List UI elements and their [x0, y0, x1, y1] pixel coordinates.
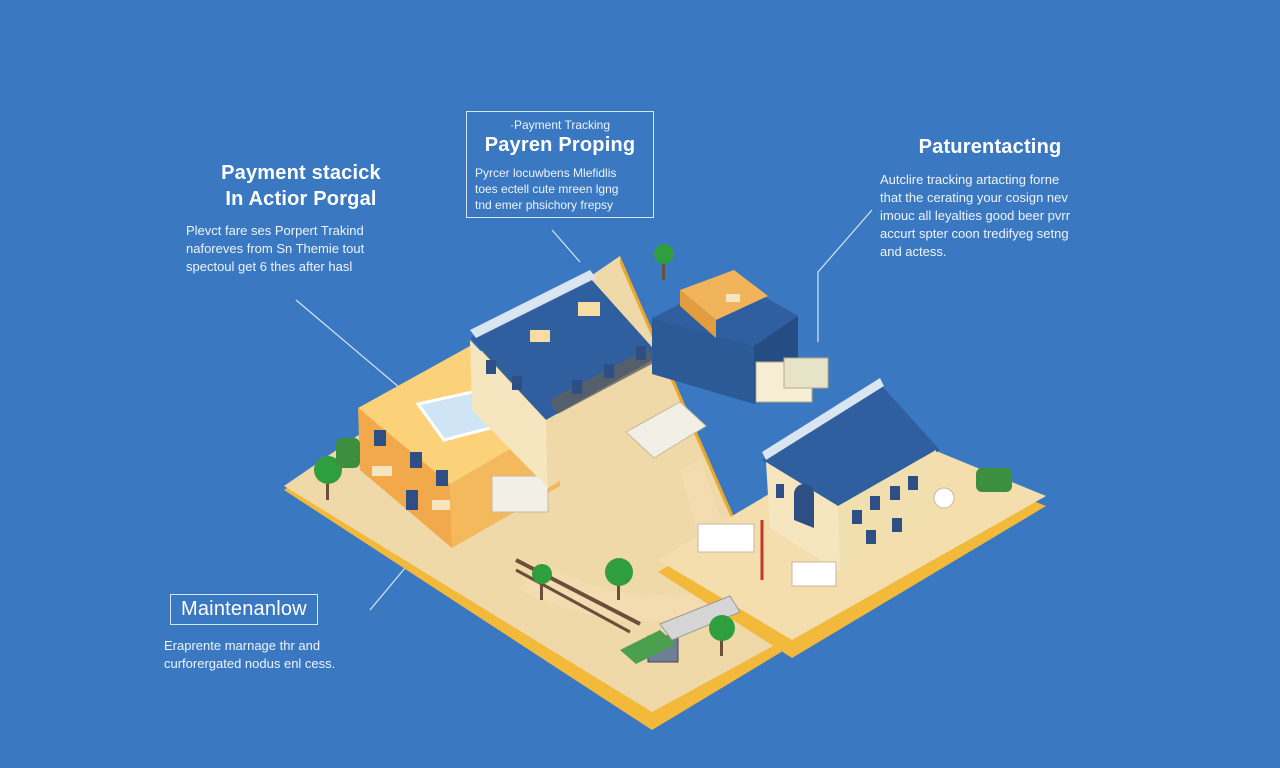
callout-body-line: accurt spter coon tredifyeg setng: [880, 226, 1069, 241]
tree: [605, 558, 633, 600]
connector-left: [295, 299, 401, 389]
connector-lines: [295, 209, 873, 611]
tree: [314, 456, 342, 500]
connector-center: [551, 229, 581, 263]
connector-right: [817, 209, 873, 342]
callout-body-line: curforergated nodus enl cess.: [164, 656, 336, 671]
bottom-utility-area: [515, 558, 741, 664]
tree: [532, 564, 552, 600]
callout-body: Eraprente marnage thr and curforergated …: [164, 637, 394, 673]
blue-block-building: [652, 270, 829, 404]
tree: [709, 615, 735, 656]
callout-body-line: naforeves from Sn Themie tout: [186, 241, 365, 256]
callout-body-line: Autclire tracking artacting forne: [880, 172, 1060, 187]
callout-paturentacting: Paturentacting Autclire tracking artacti…: [880, 136, 1100, 261]
callout-title-line: In Actior Porgal: [225, 188, 377, 210]
callout-maintenance: Maintenanlow Eraprente marnage thr and c…: [164, 594, 394, 673]
callout-body-line: toes ectell cute mreen lgng: [475, 182, 619, 196]
tree: [654, 244, 674, 280]
callout-body-line: tnd emer phsichory frepsy: [475, 198, 614, 212]
callout-body-line: and actess.: [880, 244, 947, 259]
connector-bottom: [369, 561, 411, 611]
callout-body-line: imouc all leyalties good beer pvrr: [880, 208, 1071, 223]
callout-body: Plevct fare ses Porpert Trakind naforeve…: [186, 222, 416, 276]
callout-title: Payren Proping: [484, 134, 636, 156]
callout-body: Pyrcer locuwbens Mlefidlis toes ectell c…: [475, 165, 645, 213]
callout-title: Maintenanlow: [170, 594, 318, 625]
callout-body: Autclire tracking artacting forne that t…: [880, 171, 1100, 261]
cream-building: [470, 270, 707, 488]
trees: [314, 244, 1012, 656]
callout-body-line: Eraprente marnage thr and: [164, 638, 321, 653]
walkway: [520, 460, 750, 622]
callout-title: Payment stacick In Actior Porgal: [186, 160, 416, 212]
hedge: [336, 438, 360, 468]
callout-title: Paturentacting: [918, 136, 1062, 158]
callout-title-line: Payment stacick: [221, 162, 381, 184]
right-house: [697, 378, 955, 587]
callout-payment-stack: Payment stacick In Actior Porgal Plevct …: [186, 160, 416, 276]
callout-body-line: Plevct fare ses Porpert Trakind: [186, 223, 364, 238]
hedge: [976, 468, 1012, 492]
callout-body-line: that the cerating your cosign nev: [880, 190, 1068, 205]
callout-body-line: Pyrcer locuwbens Mlefidlis: [475, 166, 617, 180]
callout-kicker: ·Payment Tracking: [509, 118, 611, 132]
callout-body-line: spectoul get 6 thes after hasl: [186, 259, 353, 274]
callout-payment-tracking: ·Payment Tracking Payren Proping Pyrcer …: [466, 111, 654, 218]
